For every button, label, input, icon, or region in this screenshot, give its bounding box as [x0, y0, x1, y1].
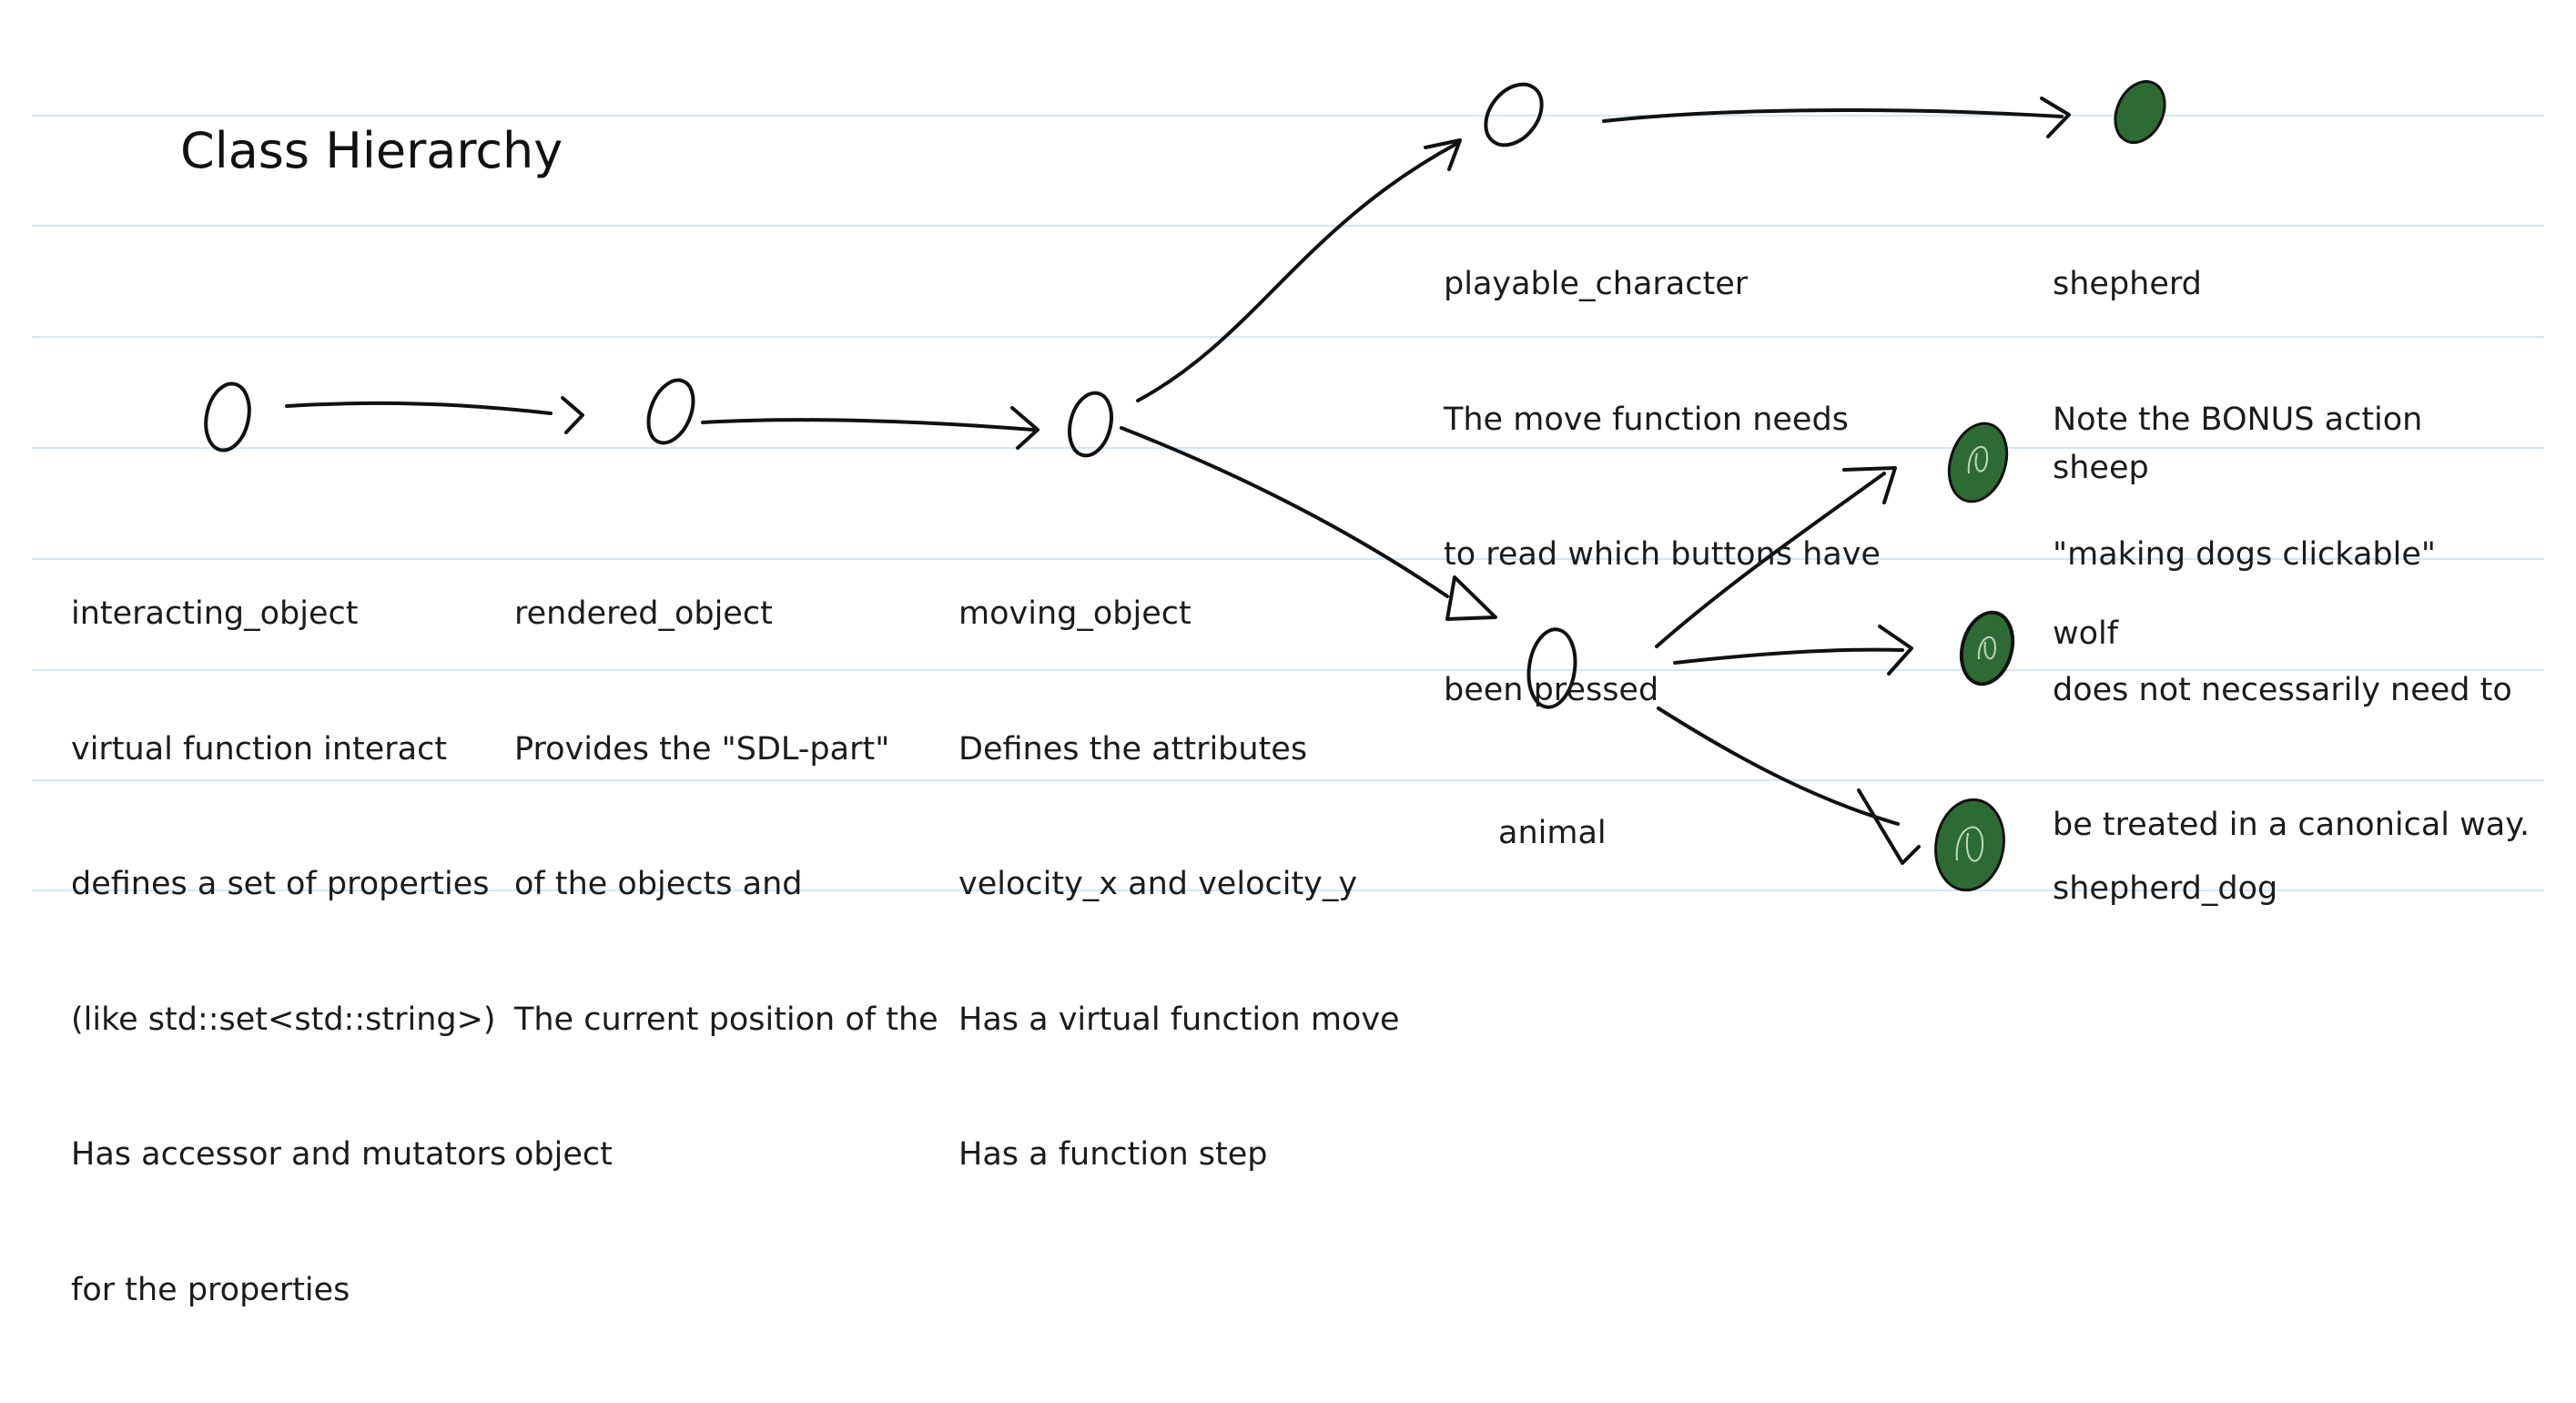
- label-animal: animal: [1498, 815, 1607, 851]
- ruled-line: [32, 225, 2544, 227]
- arrowhead: [1842, 466, 1897, 504]
- arrow-animal-to-wolf: [1673, 647, 1904, 665]
- arrowhead: [1010, 406, 1040, 450]
- arrow-interacting-to-rendered: [285, 401, 553, 415]
- node-shepherd-dog: [1934, 798, 2005, 892]
- ruled-line: [32, 558, 2544, 560]
- note-rendered-object: rendered_object Provides the "SDL-part" …: [514, 502, 938, 1268]
- node-animal: [1526, 627, 1577, 709]
- note-line: The move function needs: [1444, 401, 1849, 438]
- note-line: Has accessor and mutators: [71, 1136, 507, 1173]
- scribble: [1977, 636, 1997, 660]
- ruled-line: [32, 779, 2544, 781]
- note-line: object: [514, 1136, 613, 1173]
- class-name-rendered-object: rendered_object: [514, 595, 773, 632]
- ruled-line: [32, 447, 2544, 449]
- note-line: been pressed: [1444, 671, 1659, 708]
- ruled-line: [32, 336, 2544, 338]
- note-playable-character: playable_character The move function nee…: [1444, 172, 1881, 803]
- note-line: Defines the attributes: [958, 730, 1308, 768]
- node-wolf: [1959, 610, 2015, 686]
- class-name-interacting-object: interacting_object: [71, 595, 359, 632]
- note-line: to read which buttons have: [1444, 536, 1881, 573]
- note-line: velocity_x and velocity_y: [958, 866, 1358, 902]
- note-line: defines a set of properties: [71, 866, 490, 902]
- arrow-rendered-to-moving: [701, 418, 1035, 432]
- arrowhead: [1857, 788, 1921, 865]
- note-line: "making dogs clickable": [2053, 536, 2436, 573]
- label-shepherd-dog: shepherd_dog: [2053, 870, 2278, 907]
- note-line: for the properties: [71, 1271, 350, 1308]
- note-line: The current position of the: [514, 1001, 938, 1038]
- note-line: Has a function step: [958, 1136, 1268, 1173]
- arrow-moving-to-playable: [1136, 142, 1458, 402]
- node-shepherd: [2114, 80, 2166, 144]
- node-playable-character: [1484, 82, 1544, 147]
- note-line: of the objects and: [514, 866, 803, 902]
- ruled-line: [32, 669, 2544, 671]
- class-hierarchy-diagram: Class Hierarchy interacting_object virtu…: [32, 80, 2544, 1308]
- ruled-line: [32, 890, 2544, 891]
- arrow-animal-to-shepherd-dog: [1657, 707, 1900, 826]
- label-sheep: sheep: [2053, 450, 2149, 486]
- arrow-playable-to-shepherd: [1602, 108, 2064, 123]
- arrow-moving-to-animal: [1120, 426, 1449, 598]
- inheritance-triangle: [1445, 575, 1497, 621]
- note-line: be treated in a canonical way.: [2053, 807, 2530, 843]
- note-line: does not necessarily need to: [2053, 671, 2512, 708]
- note-interacting-object: interacting_object virtual function inte…: [71, 502, 506, 1403]
- note-line: Provides the "SDL-part": [514, 730, 890, 768]
- class-name-playable-character: playable_character: [1444, 266, 1749, 302]
- note-moving-object: moving_object Defines the attributes vel…: [958, 502, 1400, 1268]
- class-name-shepherd: shepherd: [2053, 266, 2202, 302]
- node-rendered-object: [646, 378, 695, 445]
- diagram-title: Class Hierarchy: [180, 122, 563, 179]
- arrowhead: [561, 396, 584, 434]
- note-line: Has a virtual function move: [958, 1001, 1400, 1038]
- node-sheep: [1947, 422, 2009, 503]
- arrowhead: [2040, 97, 2071, 138]
- ruled-line: [32, 115, 2544, 117]
- arrowhead: [1878, 625, 1913, 676]
- node-interacting-object: [204, 381, 251, 452]
- arrow-animal-to-sheep: [1655, 472, 1886, 648]
- diagram-ink: [204, 80, 2166, 892]
- class-name-moving-object: moving_object: [958, 595, 1192, 632]
- note-line: Note the BONUS action: [2053, 401, 2423, 438]
- label-wolf: wolf: [2053, 615, 2119, 652]
- scribble: [1955, 826, 1984, 862]
- node-moving-object: [1068, 391, 1113, 458]
- note-line: virtual function interact: [71, 730, 448, 768]
- scribble: [1967, 445, 1989, 474]
- note-shepherd: shepherd Note the BONUS action "making d…: [2053, 172, 2530, 939]
- note-line: (like std::set<std::string>): [71, 1001, 496, 1038]
- arrowhead: [1424, 138, 1462, 171]
